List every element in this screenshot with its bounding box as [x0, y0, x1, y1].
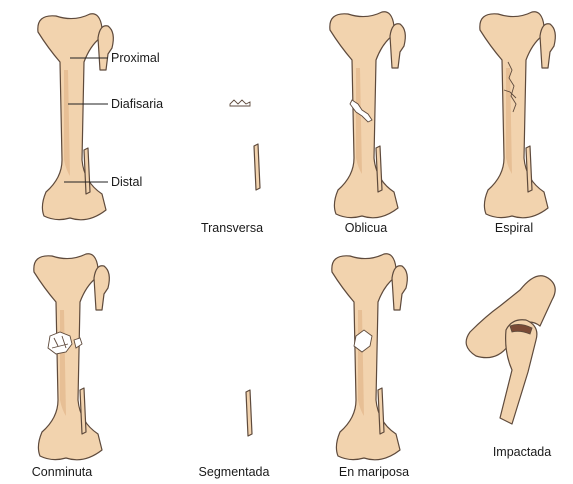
bone-en-mariposa — [332, 254, 408, 460]
label-diaphyseal: Diafisaria — [111, 97, 163, 111]
label-proximal: Proximal — [111, 51, 160, 65]
label-segmentada: Segmentada — [199, 465, 270, 479]
label-oblicua: Oblicua — [345, 221, 387, 235]
label-transversa: Transversa — [201, 221, 263, 235]
bone-impactada — [466, 276, 555, 424]
bone-conminuta — [34, 254, 110, 460]
femur — [500, 320, 537, 424]
bone-reference — [38, 14, 114, 220]
label-espiral: Espiral — [495, 221, 533, 235]
label-impactada: Impactada — [493, 445, 551, 459]
bone-oblicua — [330, 12, 406, 218]
label-en-mariposa: En mariposa — [339, 465, 409, 479]
bone-transversa — [208, 10, 284, 218]
label-conminuta: Conminuta — [32, 465, 92, 479]
label-distal: Distal — [111, 175, 142, 189]
bone-segmentada — [200, 256, 278, 464]
bone-espiral — [480, 12, 556, 218]
fracture-line-transverse — [230, 100, 250, 106]
